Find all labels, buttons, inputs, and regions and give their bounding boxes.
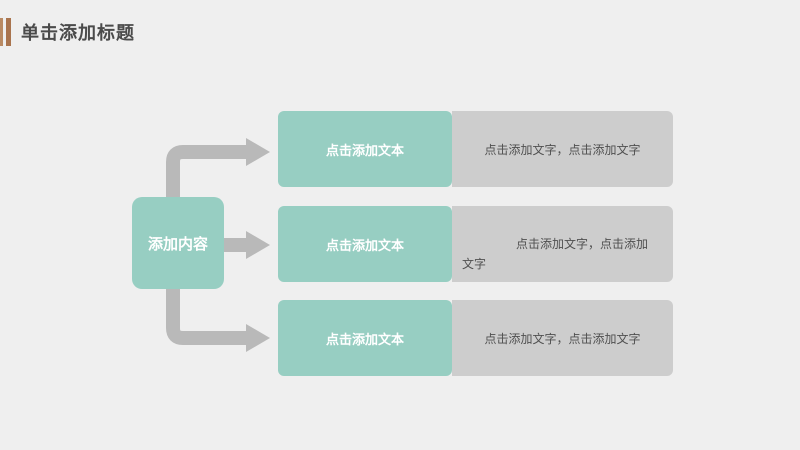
row-1-text: 点击添加文字，点击添加文字 bbox=[484, 142, 641, 157]
title-bar: 单击添加标题 bbox=[0, 18, 135, 46]
arrow-lower bbox=[166, 289, 248, 345]
row-2-text-box[interactable]: 点击添加文字，点击添加文字 bbox=[452, 206, 673, 282]
row-1-label-box[interactable]: 点击添加文本 bbox=[278, 111, 452, 187]
arrowhead-upper bbox=[246, 138, 270, 166]
arrowhead-middle bbox=[246, 231, 270, 259]
arrow-upper bbox=[166, 145, 248, 197]
accent-bar-thin bbox=[0, 18, 3, 46]
row-2-label-box[interactable]: 点击添加文本 bbox=[278, 206, 452, 282]
row-3-label-box[interactable]: 点击添加文本 bbox=[278, 300, 452, 376]
accent-bar-thick bbox=[6, 18, 11, 46]
title-accent-bars bbox=[0, 18, 11, 46]
row-1-label: 点击添加文本 bbox=[325, 143, 404, 159]
center-node-label: 添加内容 bbox=[147, 234, 208, 253]
row-3-label: 点击添加文本 bbox=[325, 332, 404, 348]
center-node[interactable]: 添加内容 bbox=[132, 197, 224, 289]
row-2-text: 点击添加文字，点击添加文字 bbox=[462, 237, 649, 271]
row-3-text-box[interactable]: 点击添加文字，点击添加文字 bbox=[452, 300, 673, 376]
arrowhead-lower bbox=[246, 324, 270, 352]
row-3-text: 点击添加文字，点击添加文字 bbox=[484, 331, 641, 346]
slide-title[interactable]: 单击添加标题 bbox=[21, 23, 135, 44]
row-2-label: 点击添加文本 bbox=[325, 238, 404, 254]
row-1-text-box[interactable]: 点击添加文字，点击添加文字 bbox=[452, 111, 673, 187]
